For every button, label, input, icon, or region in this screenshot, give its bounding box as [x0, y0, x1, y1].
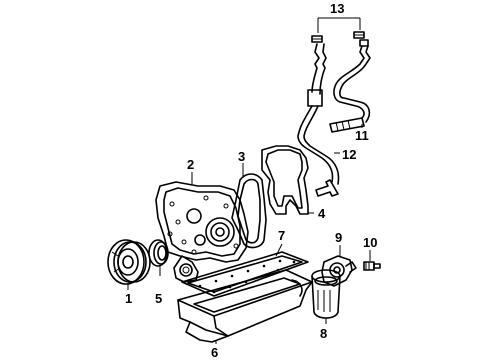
cooler-hose-icon: [329, 39, 371, 133]
front-seal-icon: [148, 239, 169, 276]
callout-3: 3: [238, 149, 246, 164]
callout-9: 9: [335, 230, 343, 245]
callout-4: 4: [318, 206, 326, 221]
pan-gasket-icon: [181, 243, 309, 297]
callout-2: 2: [187, 157, 195, 172]
front-gasket-icon: [261, 145, 314, 215]
callout-11: 11: [355, 128, 369, 143]
callout-6: 6: [211, 345, 219, 360]
cover-gasket-icon: [231, 163, 267, 249]
callout-13: 13: [330, 1, 345, 16]
callout-5: 5: [155, 291, 163, 306]
callout-1: 1: [125, 291, 133, 306]
oil-pan-icon: [177, 269, 313, 344]
callout-7: 7: [278, 228, 286, 243]
callout-8: 8: [320, 326, 328, 341]
line-connectors-icon: [311, 17, 365, 43]
pressure-sender-icon: [363, 250, 381, 271]
callout-12: 12: [342, 147, 357, 162]
timing-cover-icon: [155, 172, 249, 283]
crankshaft-balancer-icon: [107, 239, 151, 290]
cooler-line-icon: [297, 43, 340, 197]
oil-filter-icon: [311, 269, 341, 324]
callout-10: 10: [363, 235, 378, 250]
